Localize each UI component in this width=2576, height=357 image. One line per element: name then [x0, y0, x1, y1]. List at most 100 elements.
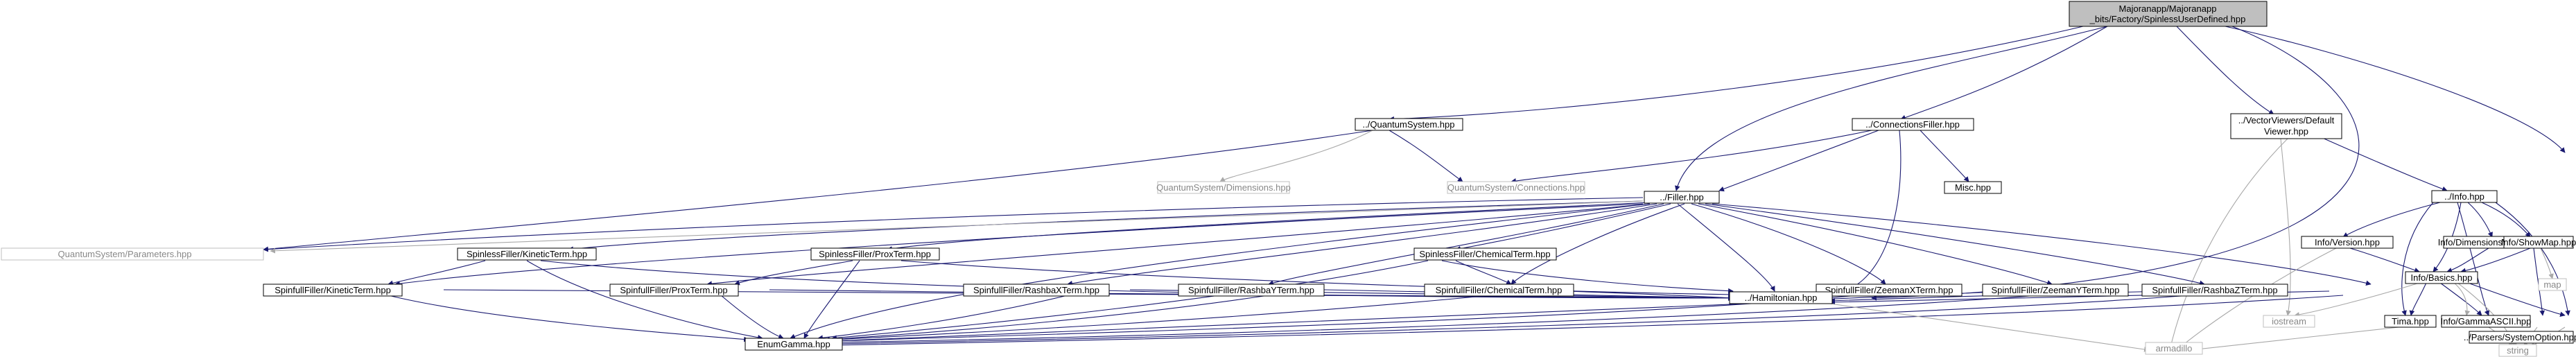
node-label: Info/ShowMap.hpp: [2501, 237, 2576, 247]
node-quantum-system[interactable]: ../QuantumSystem.hpp: [1355, 118, 1463, 131]
edge-rashbaz-enum: [831, 295, 2191, 347]
edge-info-gammaascii: [2457, 202, 2490, 316]
node-label: QuantumSystem/Dimensions.hpp: [1156, 182, 1291, 193]
node-label: SpinfullFiller/ZeemanXTerm.hpp: [1825, 285, 1953, 295]
node-iostream[interactable]: iostream: [2263, 315, 2315, 328]
edge-basics-iomanip: [2453, 282, 2471, 316]
node-string-box[interactable]: string: [2498, 344, 2537, 357]
node-hamiltonian[interactable]: ../Hamiltonian.hpp: [1729, 291, 1833, 304]
edge-filler-spinless-chemical: [1455, 203, 1671, 252]
edge-basics-gammaascii: [2439, 282, 2482, 316]
edge-filler-spinfull-prox: [706, 203, 1651, 287]
node-info-gamma-ascii-box[interactable]: Info/GammaASCII.hpp: [2441, 315, 2532, 328]
edge-filler-spinfull-chemical: [1511, 203, 1685, 285]
node-spinless-user-defined[interactable]: Majoranapp/Majoranapp _bits/Factory/Spin…: [2069, 1, 2268, 27]
node-label: ../ConnectionsFiller.hpp: [1865, 119, 1960, 130]
node-label: SpinfullFiller/RashbaYTerm.hpp: [1188, 285, 1314, 295]
node-spinfull-zeemany[interactable]: SpinfullFiller/ZeemanYTerm.hpp: [1982, 284, 2129, 297]
edge-filler-params-grey: [270, 200, 1644, 254]
node-map[interactable]: map: [2538, 278, 2567, 291]
node-spinfull-zeemanx[interactable]: SpinfullFiller/ZeemanXTerm.hpp: [1816, 284, 1963, 297]
node-spinfull-chemical[interactable]: SpinfullFiller/ChemicalTerm.hpp: [1424, 284, 1574, 297]
node-spinless-prox[interactable]: SpinlessFiller/ProxTerm.hpp: [810, 247, 940, 261]
node-info-version[interactable]: Info/Version.hpp: [2301, 236, 2394, 249]
edge-sl-prox-enum: [803, 260, 860, 339]
edge-showmap-basics: [2460, 247, 2531, 274]
node-spinfull-rashbaz[interactable]: SpinfullFiller/RashbaZTerm.hpp: [2141, 284, 2288, 297]
edge-hamiltonian-enum: [831, 303, 1748, 344]
node-label: Tima.hpp: [2392, 316, 2429, 326]
edge-sf-chem-enum: [831, 295, 1491, 342]
node-qs-dimensions[interactable]: QuantumSystem/Dimensions.hpp: [1156, 181, 1291, 194]
edge-hamiltonian-armadillo: [1829, 303, 2150, 352]
node-enum-gamma[interactable]: EnumGamma.hpp: [745, 338, 843, 351]
edge-rashbax-enum: [817, 295, 1068, 341]
node-label: Info/Basics.hpp: [2411, 272, 2473, 283]
node-spinless-chemical[interactable]: SpinlessFiller/ChemicalTerm.hpp: [1413, 247, 1557, 261]
node-label: ../Parsers/SystemOption.hpp: [2464, 332, 2576, 342]
node-label: ../Info.hpp: [2444, 191, 2484, 202]
edge-rashbay-hamiltonian: [1323, 289, 1734, 301]
node-misc[interactable]: Misc.hpp: [1944, 181, 2002, 194]
node-parsers-sysopt-box[interactable]: ../Parsers/SystemOption.hpp: [2464, 331, 2576, 344]
node-spinfull-kinetic[interactable]: SpinfullFiller/KineticTerm.hpp: [263, 284, 403, 297]
node-label: SpinfullFiller/ChemicalTerm.hpp: [1436, 285, 1563, 295]
edge-filler-rashbay: [1268, 203, 1664, 286]
dependency-edges: [263, 26, 2570, 352]
edge-dv-info: [2308, 131, 2448, 192]
node-label: EnumGamma.hpp: [757, 339, 830, 349]
edge-filler-zeemany: [1698, 203, 2053, 286]
edge-sf-chem-hamiltonian: [1566, 290, 1734, 301]
edge-filler-spinless-prox: [887, 202, 1651, 252]
edge-filler-rashbaz: [1705, 203, 2205, 286]
edge-cf-filler: [1718, 130, 1879, 192]
edge-info-dimwarning: [2467, 202, 2493, 238]
node-info-showmap-box[interactable]: Info/ShowMap.hpp: [2501, 236, 2576, 249]
edge-sl-prox-hamiltonian: [900, 260, 1734, 297]
edge-rashbay-enum: [824, 295, 1269, 342]
edge-zeemany-enum: [831, 295, 2039, 345]
node-qs-parameters[interactable]: QuantumSystem/Parameters.hpp: [1, 247, 264, 261]
edge-sl-kinetic-enum: [526, 260, 763, 340]
node-label: _bits/Factory/SpinlessUserDefined.hpp: [2089, 14, 2246, 24]
node-label: map: [2543, 279, 2561, 290]
node-spinfull-rashbay[interactable]: SpinfullFiller/RashbaYTerm.hpp: [1178, 284, 1325, 297]
edge-cf-misc: [1920, 130, 1969, 182]
node-label: SpinfullFiller/ZeemanYTerm.hpp: [1992, 285, 2120, 295]
edge-filler-params: [263, 197, 1644, 252]
node-spinfull-prox[interactable]: SpinfullFiller/ProxTerm.hpp: [609, 284, 739, 297]
edge-root-connectionsfiller: [1900, 26, 2108, 121]
node-label: SpinfullFiller/RashbaZTerm.hpp: [2152, 285, 2277, 295]
edge-tima-armadillo: [2190, 326, 2399, 352]
node-spinfull-rashbax[interactable]: SpinfullFiller/RashbaXTerm.hpp: [963, 284, 1110, 297]
node-info[interactable]: ../Info.hpp: [2431, 190, 2498, 203]
edge-dv-armadillo: [2168, 138, 2288, 351]
node-connections-filler[interactable]: ../ConnectionsFiller.hpp: [1852, 118, 1974, 131]
edge-sl-chem-hamiltonian: [1441, 260, 1734, 294]
node-spinless-kinetic[interactable]: SpinlessFiller/KineticTerm.hpp: [457, 247, 597, 261]
edge-dimwarning-basics: [2446, 247, 2489, 273]
node-label: string: [2507, 345, 2529, 356]
edge-filler-rashbax: [1067, 203, 1657, 286]
node-qs-connections[interactable]: QuantumSystem/Connections.hpp: [1447, 181, 1585, 194]
node-armadillo[interactable]: armadillo: [2145, 342, 2203, 355]
node-label: iostream: [2272, 316, 2306, 326]
node-default-viewer[interactable]: ../VectorViewers/Default Viewer.hpp: [2230, 113, 2342, 139]
node-label: SpinlessFiller/KineticTerm.hpp: [467, 249, 587, 259]
node-label: QuantumSystem/Connections.hpp: [1447, 182, 1585, 193]
edge-sl-prox-sf-prox: [734, 260, 853, 286]
edge-qs-connections: [1389, 130, 1463, 182]
node-label: SpinfullFiller/ProxTerm.hpp: [620, 285, 727, 295]
edge-sl-chem-sf-chem: [1455, 260, 1512, 285]
edge-cf-connections: [1511, 130, 1872, 184]
edge-version-basics: [2349, 247, 2420, 273]
edge-sl-chem-enum: [831, 260, 1429, 341]
node-label: armadillo: [2156, 343, 2193, 354]
node-tima[interactable]: Tima.hpp: [2384, 315, 2437, 328]
node-info-basics[interactable]: Info/Basics.hpp: [2405, 271, 2478, 284]
node-label: ../Hamiltonian.hpp: [1745, 293, 1818, 303]
edge-zeemanx-enum: [831, 295, 1859, 344]
node-filler[interactable]: ../Filler.hpp: [1644, 191, 1720, 204]
